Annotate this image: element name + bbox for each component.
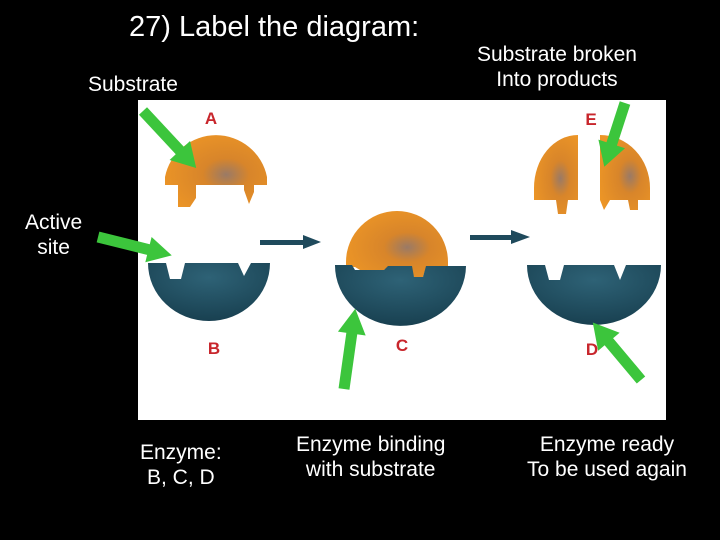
label-substrate: Substrate (88, 73, 178, 96)
label-substrate-broken: Substrate broken Into products (477, 43, 637, 91)
substrate-shape-c (346, 211, 448, 277)
letter-b: B (208, 339, 220, 358)
enzyme-shape-d (527, 265, 661, 325)
enzyme-shape-b (148, 263, 270, 321)
letter-c: C (396, 336, 408, 355)
green-arrow-icon (598, 101, 631, 167)
dark-arrow-icon (470, 230, 530, 244)
green-arrow-icon (337, 308, 366, 390)
letter-e: E (585, 110, 596, 129)
letter-d: D (586, 340, 598, 359)
green-arrow-icon (138, 107, 197, 169)
green-arrow-icon (592, 322, 646, 384)
product-shape-e-left (534, 135, 578, 214)
label-enzyme: Enzyme: B, C, D (140, 441, 222, 489)
dark-arrow-icon (260, 235, 321, 249)
enzyme-shape-c (334, 265, 466, 326)
letter-a: A (205, 109, 217, 128)
label-enzyme-ready: Enzyme ready To be used again (527, 433, 687, 481)
label-enzyme-binding: Enzyme binding with substrate (296, 433, 446, 481)
label-active-site: Active site (25, 211, 83, 259)
green-arrow-icon (96, 231, 172, 263)
page-title: 27) Label the diagram: (129, 11, 420, 43)
